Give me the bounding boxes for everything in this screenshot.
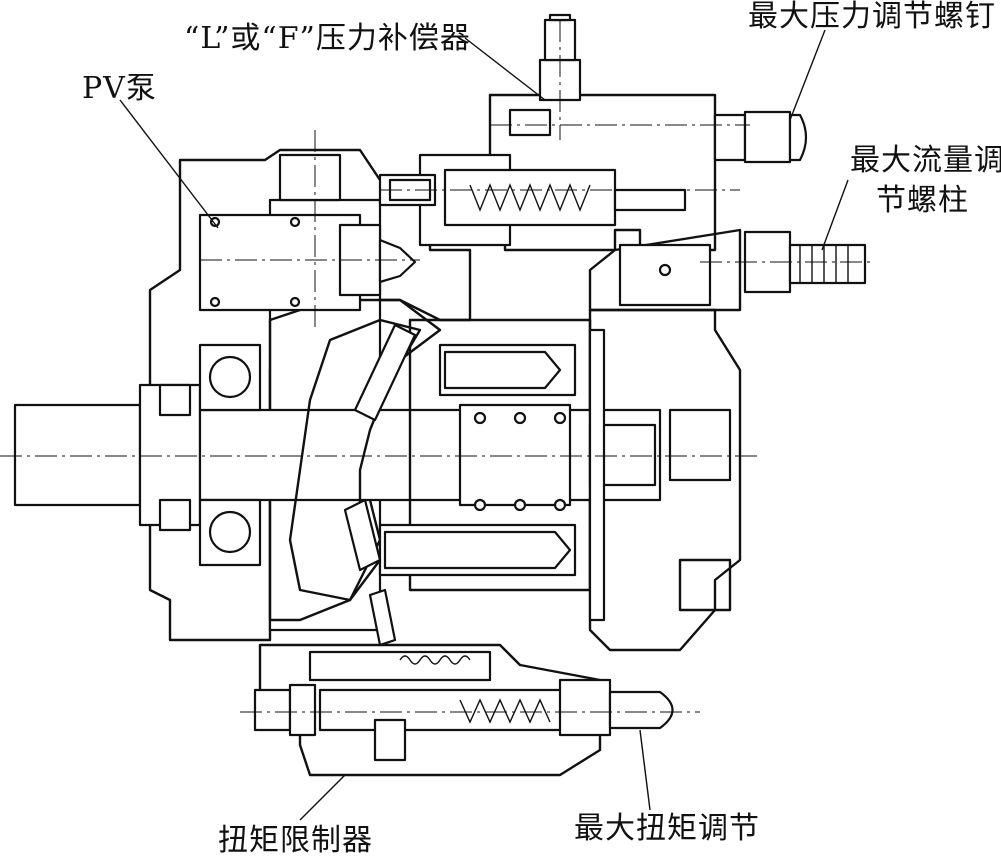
label-max-torque-adjust: 最大扭矩调节 bbox=[574, 811, 760, 846]
max-flow-stud bbox=[588, 228, 867, 312]
torque-limiter bbox=[253, 588, 674, 777]
leader-lines bbox=[119, 29, 849, 821]
label-pv-pump: PV泵 bbox=[82, 71, 157, 106]
label-torque-limiter: 扭矩限制器 bbox=[218, 823, 373, 858]
end-cap-housing bbox=[588, 308, 742, 652]
drive-shaft bbox=[13, 383, 662, 527]
cylinder-block bbox=[378, 318, 606, 622]
front-bearing bbox=[158, 343, 262, 567]
label-max-pressure-screw: 最大压力调节螺钉 bbox=[748, 0, 996, 34]
label-max-flow-stud-line2: 节螺柱 bbox=[876, 183, 969, 218]
label-max-flow-stud-line1: 最大流量调 bbox=[850, 143, 1001, 178]
label-lf-compensator: “L”或“F”压力补偿器 bbox=[184, 21, 471, 56]
swashplate bbox=[288, 318, 422, 602]
center-lines bbox=[0, 20, 870, 713]
control-piston bbox=[198, 153, 417, 312]
